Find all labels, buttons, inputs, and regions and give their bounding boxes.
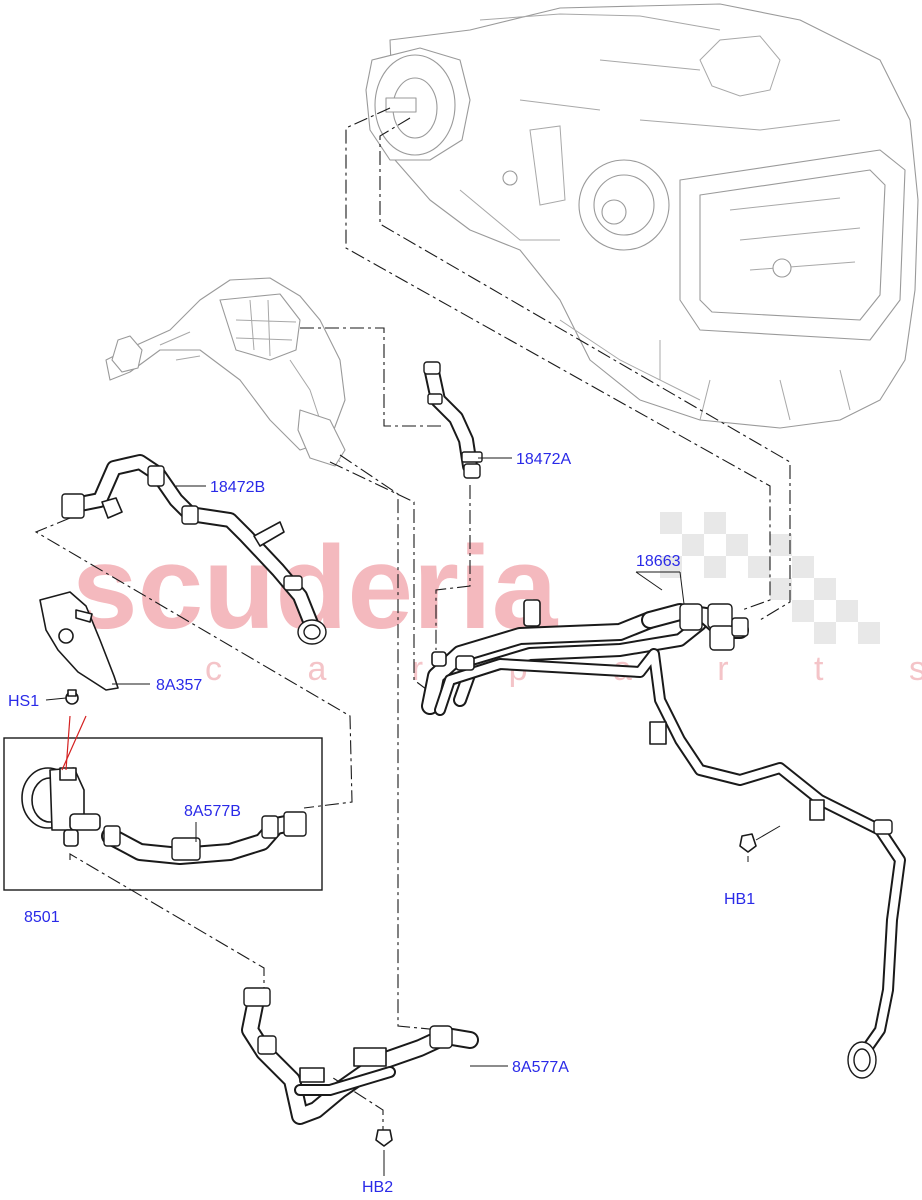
callout-8A577B: 8A577B [184,803,241,820]
water-pump-8501 [21,767,101,847]
callout-labels: 18472A 18472B 18663 8A357 HS1 8A577B 850… [8,451,755,1196]
hose-8A577B [101,811,307,865]
checkered-flag-watermark [660,512,880,644]
callout-18663: 18663 [636,553,681,570]
bolt-HB1 [739,825,781,853]
pipe-assembly-18663 [421,599,906,1079]
callout-HB1: HB1 [724,891,755,908]
bolt-HS1 [65,689,79,705]
bolt-HB2 [375,1129,393,1147]
hose-18472B [61,454,327,645]
highlight-leader [65,715,71,771]
callout-18472A: 18472A [516,451,571,468]
hose-8A577A [241,987,479,1125]
heater-core-ghost [105,277,346,467]
bracket-8A357 [39,591,119,691]
assembly-lines [34,107,791,1140]
leader-lines [45,457,749,1176]
callout-HB2: HB2 [362,1179,393,1196]
hose-18472A [423,361,483,479]
callout-8A577A: 8A577A [512,1059,569,1076]
hvac-housing-ghost [365,3,919,429]
callout-8501: 8501 [24,909,60,926]
pump-assembly-box [3,737,323,891]
callout-8A357: 8A357 [156,677,202,694]
callout-18472B: 18472B [210,479,265,496]
callout-HS1: HS1 [8,693,39,710]
highlight-leader [61,715,87,771]
